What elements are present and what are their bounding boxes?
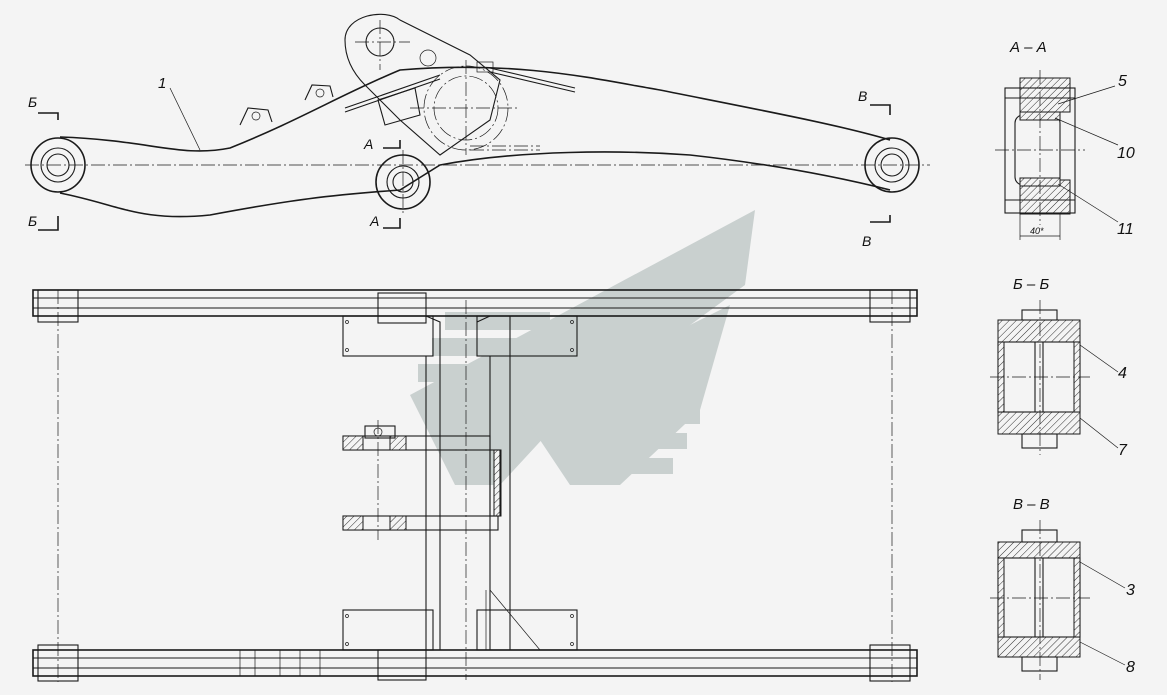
- section-a-a-title: А – А: [1009, 39, 1047, 56]
- callout-8: 8: [1126, 659, 1135, 676]
- dimension-40: 40*: [1030, 226, 1044, 236]
- section-v-v-title: В – В: [1013, 496, 1050, 513]
- callout-11: 11: [1117, 221, 1134, 238]
- section-mark-b-top: Б: [28, 94, 37, 110]
- callout-4: 4: [1118, 365, 1127, 382]
- section-b-b: Б – Б 4 7: [990, 276, 1128, 459]
- section-mark-v-top: В: [858, 88, 867, 104]
- callout-3: 3: [1126, 582, 1135, 599]
- side-view: 1 Б Б А А В В: [25, 13, 930, 249]
- callout-10: 10: [1117, 145, 1135, 162]
- callout-7: 7: [1118, 442, 1128, 459]
- section-v-v: В – В 3 8: [990, 496, 1135, 680]
- plan-view: [32, 289, 918, 682]
- section-mark-b-bottom: Б: [28, 213, 37, 229]
- section-b-b-title: Б – Б: [1013, 276, 1049, 293]
- part-number-1: 1: [158, 75, 166, 92]
- callout-5: 5: [1118, 73, 1127, 90]
- section-a-a: А – А 40* 5 10 11: [995, 39, 1135, 240]
- section-mark-a-top: А: [363, 136, 373, 152]
- section-mark-a-bottom: А: [369, 213, 379, 229]
- section-mark-v-bottom: В: [862, 233, 871, 249]
- watermark-logo: [410, 210, 755, 485]
